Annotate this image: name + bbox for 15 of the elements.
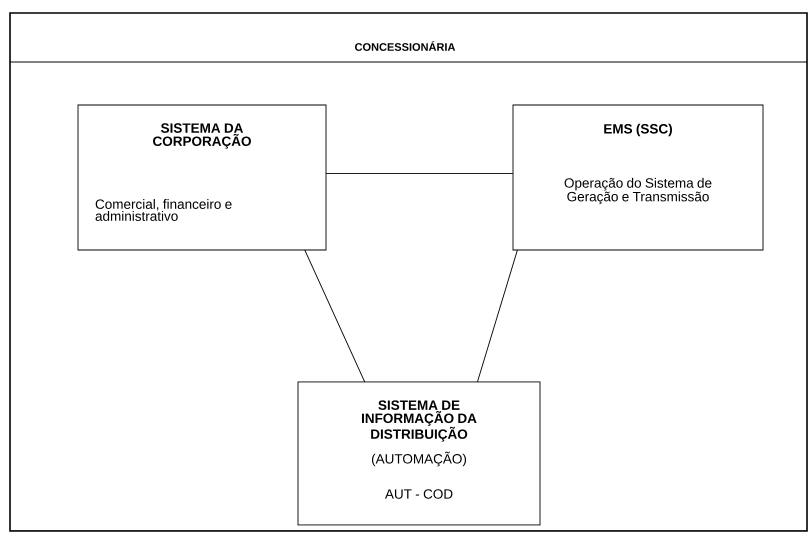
- system-box: [78, 104, 326, 250]
- box-text: Operação do Sistema de Geração e Transmissão: [564, 178, 712, 204]
- system-box: [512, 104, 764, 250]
- system-box: [298, 382, 540, 526]
- panel-title: CONCESSIONÁRIA: [355, 41, 456, 51]
- box-text: AUT - COD: [384, 489, 452, 499]
- connector-line: [325, 173, 513, 174]
- box-heading: EMS (SSC): [604, 124, 672, 136]
- box-heading: SISTEMA DA CORPORAÇÃO: [153, 123, 251, 149]
- box-text: (AUTOMAÇÃO): [372, 452, 466, 466]
- frame-panel: [9, 12, 808, 532]
- connector-line: [477, 249, 518, 382]
- connector-line: [304, 249, 365, 382]
- box-text: Comercial, financeiro e administrativo: [96, 199, 232, 221]
- box-heading: SISTEMA DE INFORMAÇÃO DA DISTRIBUIÇÃO: [362, 400, 477, 442]
